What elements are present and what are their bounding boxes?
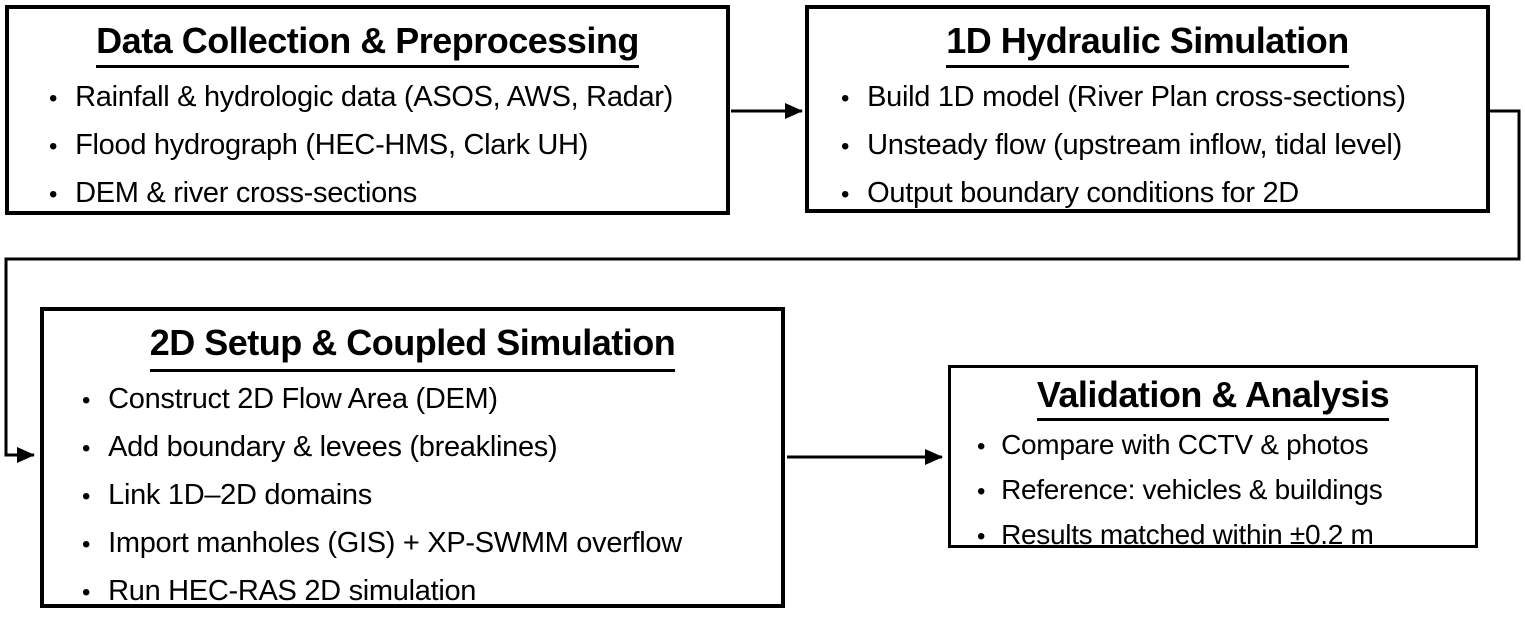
box-title-text: 1D Hydraulic Simulation xyxy=(946,19,1349,68)
bullet-item: Build 1D model (River Plan cross-section… xyxy=(841,74,1478,122)
box-2d-setup-coupled-simulation: 2D Setup & Coupled Simulation Construct … xyxy=(40,307,785,608)
box-title: Data Collection & Preprocessing xyxy=(19,19,716,68)
box-title: 1D Hydraulic Simulation xyxy=(817,19,1478,68)
bullet-item: DEM & river cross-sections xyxy=(49,170,716,218)
bullet-item: Link 1D–2D domains xyxy=(82,472,771,520)
box-title-text: Validation & Analysis xyxy=(1036,374,1390,421)
bullet-item: Rainfall & hydrologic data (ASOS, AWS, R… xyxy=(49,74,716,122)
bullet-item: Results matched within ±0.2 m xyxy=(977,513,1467,558)
box-data-collection-preprocessing: Data Collection & Preprocessing Rainfall… xyxy=(5,5,730,215)
bullet-list: Build 1D model (River Plan cross-section… xyxy=(841,74,1478,218)
bullet-item: Construct 2D Flow Area (DEM) xyxy=(82,376,771,424)
bullet-item: Flood hydrograph (HEC-HMS, Clark UH) xyxy=(49,122,716,170)
bullet-item: Unsteady flow (upstream inflow, tidal le… xyxy=(841,122,1478,170)
bullet-list: Compare with CCTV & photos Reference: ve… xyxy=(977,423,1467,558)
box-title-text: 2D Setup & Coupled Simulation xyxy=(149,319,676,372)
bullet-item: Compare with CCTV & photos xyxy=(977,423,1467,468)
box-title-text: Data Collection & Preprocessing xyxy=(96,19,639,68)
box-title: 2D Setup & Coupled Simulation xyxy=(54,319,771,372)
bullet-item: Add boundary & levees (breaklines) xyxy=(82,424,771,472)
box-1d-hydraulic-simulation: 1D Hydraulic Simulation Build 1D model (… xyxy=(805,5,1490,213)
bullet-item: Output boundary conditions for 2D xyxy=(841,170,1478,218)
box-validation-analysis: Validation & Analysis Compare with CCTV … xyxy=(948,365,1478,550)
bullet-list: Rainfall & hydrologic data (ASOS, AWS, R… xyxy=(49,74,716,218)
bullet-item: Run HEC-RAS 2D simulation xyxy=(82,568,771,616)
box-title: Validation & Analysis xyxy=(959,374,1467,421)
bullet-list: Construct 2D Flow Area (DEM) Add boundar… xyxy=(82,376,771,616)
bullet-item: Reference: vehicles & buildings xyxy=(977,468,1467,513)
bullet-item: Import manholes (GIS) + XP-SWMM overflow xyxy=(82,520,771,568)
